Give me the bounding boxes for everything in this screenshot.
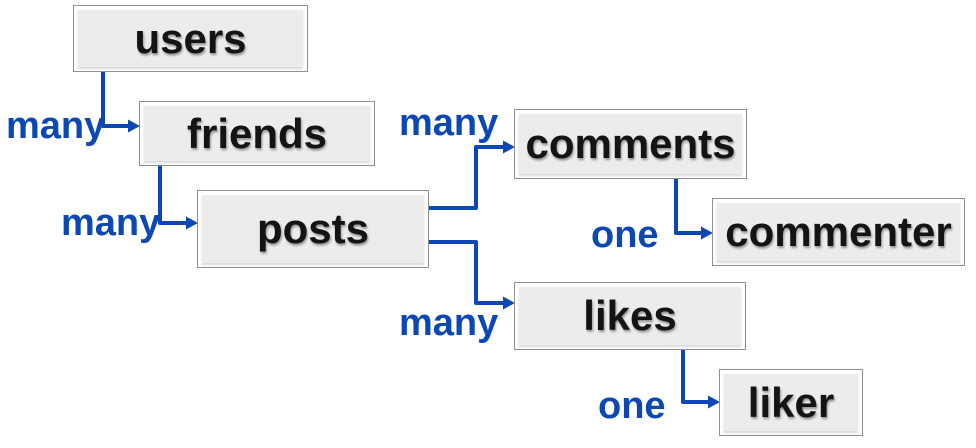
edge-label-friends-posts: many	[61, 202, 161, 244]
edge-label-users-friends: many	[6, 105, 106, 147]
edge-likes-liker	[681, 350, 710, 404]
node-friends: friends	[139, 101, 375, 166]
edge-friends-posts	[158, 166, 188, 225]
edge-posts-likes	[429, 240, 505, 305]
node-liker-label: liker	[747, 378, 835, 426]
node-users-label: users	[134, 14, 247, 62]
edge-label-posts-comments: many	[399, 102, 499, 144]
node-likes-fill: likes	[519, 287, 741, 345]
node-posts-label: posts	[256, 205, 369, 252]
edge-label-posts-likes: many	[399, 302, 499, 344]
node-liker: liker	[719, 369, 863, 436]
node-comments-fill: comments	[519, 114, 742, 174]
edge-label-comments-commenter: one	[591, 214, 659, 256]
arrow-head-icon	[503, 296, 515, 310]
arrow-head-icon	[186, 216, 198, 230]
edge-label-likes-liker: one	[598, 385, 666, 427]
node-comments: comments	[514, 109, 747, 179]
node-comments-label: comments	[525, 120, 736, 167]
arrow-head-icon	[701, 226, 713, 240]
node-likes: likes	[514, 282, 746, 350]
node-posts: posts	[197, 190, 429, 268]
node-commenter: commenter	[712, 198, 965, 266]
node-users-fill: users	[78, 10, 303, 67]
edge-posts-comments	[429, 145, 505, 210]
node-posts-fill: posts	[202, 195, 424, 263]
node-likes-label: likes	[583, 292, 677, 339]
edge-comments-commenter	[674, 179, 703, 235]
node-users: users	[73, 5, 308, 72]
node-commenter-fill: commenter	[717, 203, 960, 261]
arrow-head-icon	[503, 140, 515, 154]
node-friends-label: friends	[186, 109, 328, 157]
arrow-head-icon	[708, 395, 720, 409]
node-liker-fill: liker	[724, 374, 858, 431]
arrow-head-icon	[128, 119, 140, 133]
node-commenter-label: commenter	[725, 208, 952, 255]
node-friends-fill: friends	[144, 106, 370, 161]
edge-users-friends	[101, 72, 130, 128]
